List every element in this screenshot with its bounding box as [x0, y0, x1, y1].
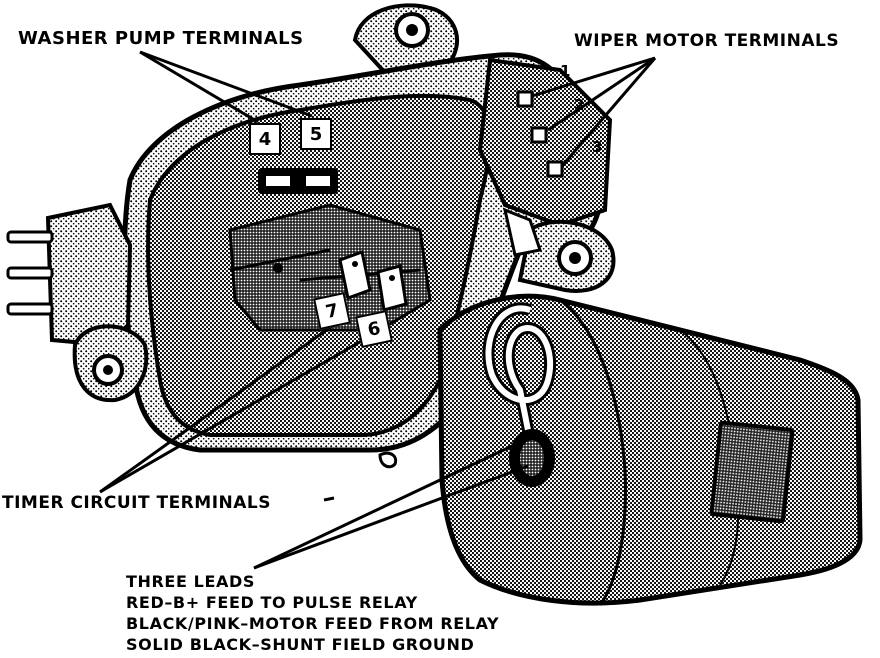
three-lead-wires	[378, 302, 557, 487]
washer-pump-terminals-label: WASHER PUMP TERMINALS	[18, 28, 304, 49]
leader-lines	[99, 50, 657, 570]
timer-circuit-terminals-label: TIMER CIRCUIT TERMINALS	[2, 493, 271, 513]
washer-connector	[258, 168, 338, 194]
terminal-5-number: 5	[309, 123, 323, 145]
wiper-terminal-1-number: 1	[560, 62, 571, 80]
wiper-terminal-2-number: 2	[574, 96, 585, 114]
wiper-terminal-3-number: 3	[592, 138, 603, 156]
terminal-7-tag: 7	[313, 292, 351, 330]
terminal-6-number: 6	[365, 317, 383, 341]
timer-terminal-tabs	[338, 249, 408, 312]
terminal-6-tag: 6	[355, 310, 393, 348]
wiper-terminal-block	[477, 57, 613, 228]
lower-left-mounting-ear	[72, 324, 149, 403]
terminal-4-tag: 4	[249, 123, 281, 155]
lead-red-description: RED–B+ FEED TO PULSE RELAY	[126, 593, 418, 612]
lead-solid-black-description: SOLID BLACK–SHUNT FIELD GROUND	[126, 635, 475, 654]
top-mounting-ear	[352, 3, 460, 81]
lead-black-pink-description: BLACK/PINK–MOTOR FEED FROM RELAY	[126, 614, 500, 633]
right-mounting-ear	[502, 207, 616, 293]
left-connector	[6, 202, 133, 348]
wiper-motor-terminals-label: WIPER MOTOR TERMINALS	[574, 31, 840, 51]
terminal-4-number: 4	[258, 128, 272, 150]
three-leads-legend: THREE LEADS RED–B+ FEED TO PULSE RELAY B…	[126, 571, 499, 655]
terminal-7-number: 7	[323, 299, 341, 323]
terminal-5-tag: 5	[300, 118, 332, 150]
three-leads-title: THREE LEADS	[126, 572, 255, 591]
